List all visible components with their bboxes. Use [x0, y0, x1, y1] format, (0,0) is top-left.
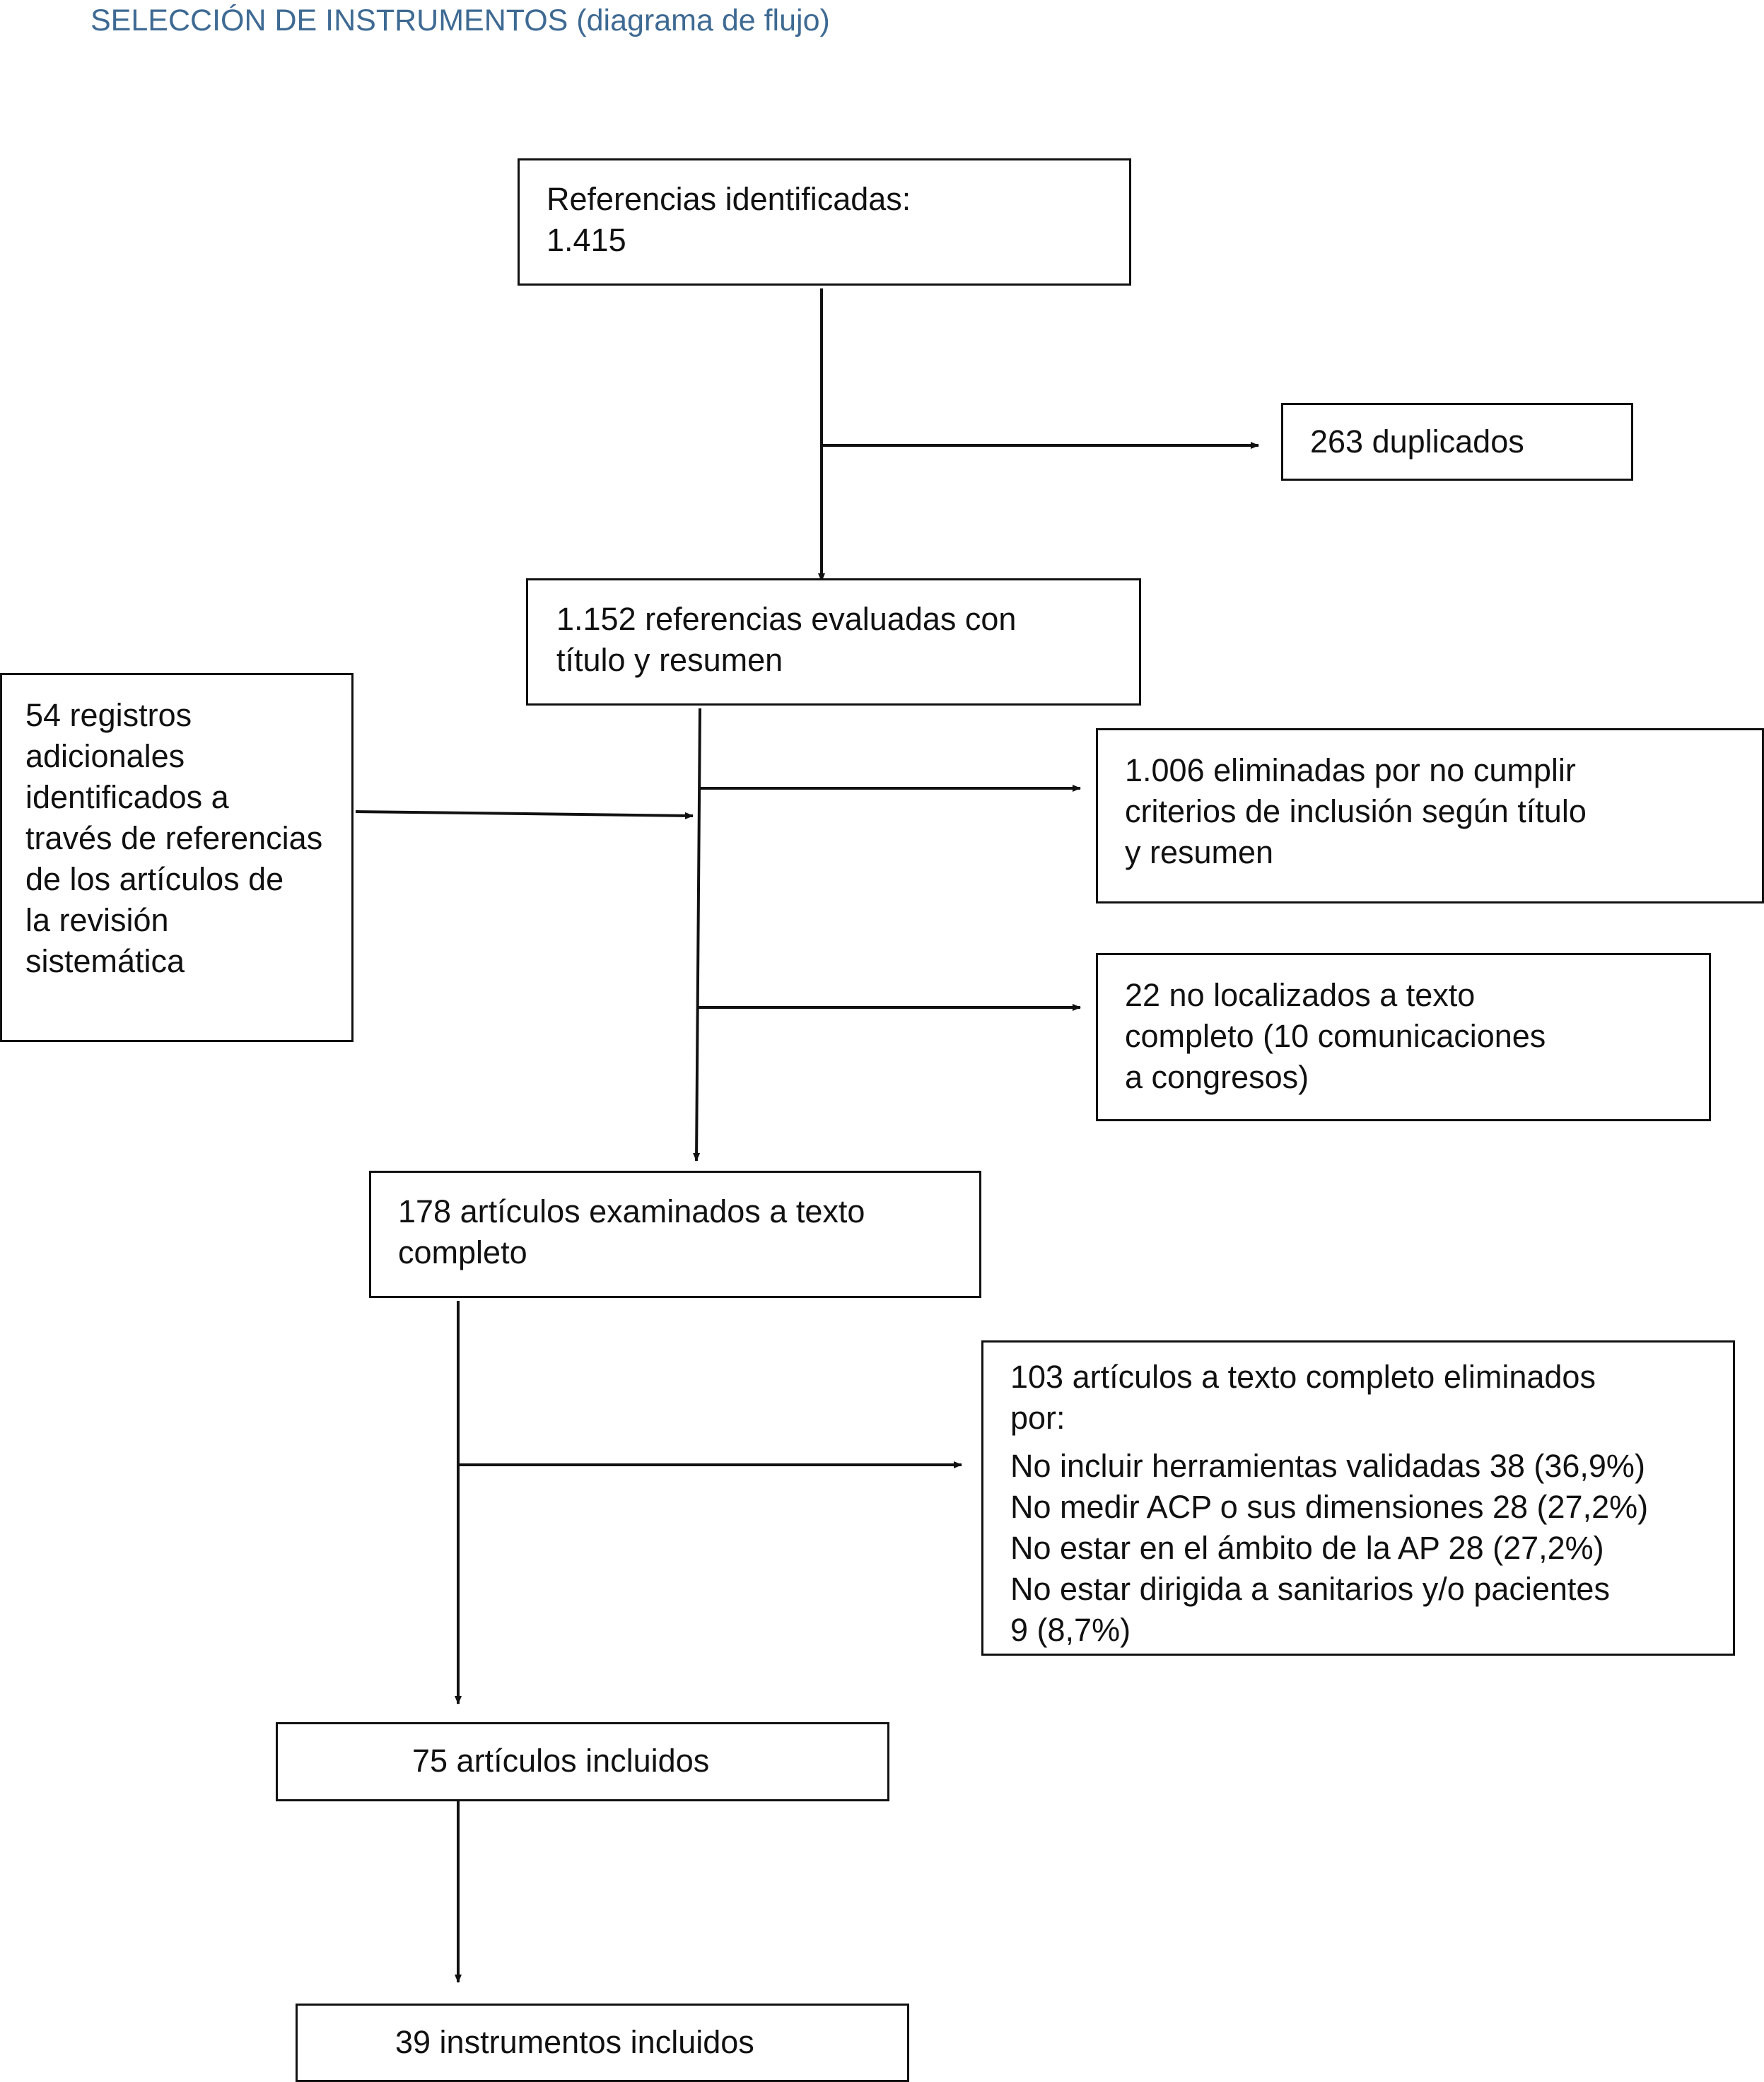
- not-located-line-1: 22 no localizados a texto: [1125, 977, 1476, 1013]
- included-articles-line-1: 75 artículos incluidos: [412, 1743, 710, 1779]
- fulltext-examined-box: 178 artículos examinados a texto complet…: [369, 1171, 981, 1298]
- included-instruments-box: 39 instrumentos incluidos: [296, 2004, 909, 2082]
- included-instruments-line-1: 39 instrumentos incluidos: [395, 2024, 754, 2060]
- arrow-screened-to-fulltext: [693, 708, 701, 1162]
- screened-references-box: 1.152 referencias evaluadas con título y…: [526, 578, 1141, 706]
- additional-line-2: adicionales: [25, 738, 185, 774]
- excluded-screening-line-3: y resumen: [1125, 834, 1274, 870]
- identified-references-box: Referencias identificadas: 1.415: [518, 158, 1131, 286]
- not-located-box: 22 no localizados a texto completo (10 c…: [1096, 953, 1711, 1121]
- excluded-screening-box: 1.006 eliminadas por no cumplir criterio…: [1096, 728, 1764, 903]
- additional-line-5: de los artículos de: [25, 861, 284, 897]
- exclusion-reason-5: 9 (8,7%): [1010, 1612, 1131, 1648]
- diagram-title: SELECCIÓN DE INSTRUMENTOS (diagrama de f…: [90, 4, 830, 37]
- exclusion-reason-3: No estar en el ámbito de la AP 28 (27,2%…: [1010, 1530, 1604, 1566]
- additional-line-6: la revisión: [25, 902, 169, 938]
- not-located-line-3: a congresos): [1125, 1059, 1309, 1095]
- exclusion-reason-2: No medir ACP o sus dimensiones 28 (27,2%…: [1010, 1489, 1649, 1525]
- additional-line-4: través de referencias: [25, 820, 323, 856]
- screened-line-2: título y resumen: [556, 642, 783, 678]
- excluded-fulltext-box: 103 artículos a texto completo eliminado…: [981, 1340, 1735, 1656]
- fulltext-line-1: 178 artículos examinados a texto: [398, 1193, 865, 1229]
- exclusion-reason-4: No estar dirigida a sanitarios y/o pacie…: [1010, 1571, 1610, 1607]
- additional-line-3: identificados a: [25, 779, 229, 815]
- screened-line-1: 1.152 referencias evaluadas con: [556, 601, 1017, 637]
- arrow-additional-to-flow: [355, 810, 694, 819]
- identified-line-2: 1.415: [547, 222, 626, 258]
- not-located-line-2: completo (10 comunicaciones: [1125, 1018, 1546, 1054]
- identified-line-1: Referencias identificadas:: [547, 181, 911, 217]
- duplicates-box: 263 duplicados: [1281, 403, 1633, 481]
- fulltext-line-2: completo: [398, 1234, 527, 1270]
- additional-line-1: 54 registros: [25, 697, 192, 733]
- included-articles-box: 75 artículos incluidos: [276, 1722, 889, 1801]
- additional-records-box: 54 registros adicionales identificados a…: [0, 673, 354, 1042]
- excluded-screening-line-2: criterios de inclusión según título: [1125, 793, 1587, 829]
- exclusion-reason-1: No incluir herramientas validadas 38 (36…: [1010, 1448, 1645, 1484]
- additional-line-7: sistemática: [25, 943, 185, 979]
- excluded-fulltext-header-2: por:: [1010, 1400, 1065, 1436]
- excluded-screening-line-1: 1.006 eliminadas por no cumplir: [1125, 752, 1576, 788]
- duplicates-line-1: 263 duplicados: [1310, 423, 1524, 460]
- excluded-fulltext-header-1: 103 artículos a texto completo eliminado…: [1010, 1359, 1596, 1395]
